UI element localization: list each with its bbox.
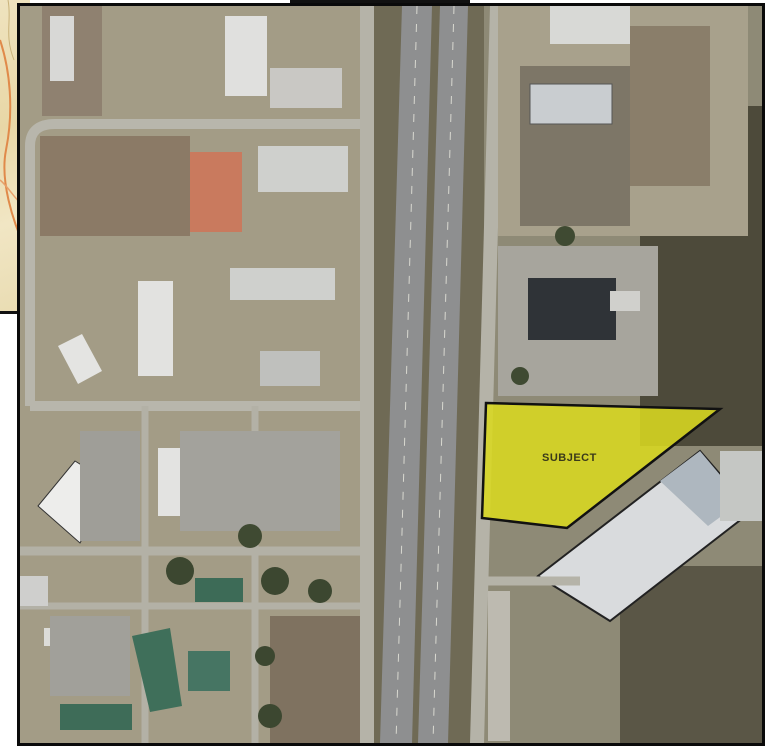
building <box>260 351 320 386</box>
building <box>270 68 342 108</box>
dark-roof-building <box>528 278 616 340</box>
green-roof-building <box>60 704 132 730</box>
parking-lot <box>80 431 140 541</box>
parking-lot <box>50 616 130 696</box>
equipment-yard <box>630 26 710 186</box>
frontage-road-east <box>470 6 504 743</box>
building <box>230 268 335 300</box>
frontage-road-west <box>360 6 374 743</box>
building <box>138 281 173 376</box>
lane-marking <box>395 6 418 743</box>
locator-map-border <box>0 311 30 314</box>
parking-lot <box>180 431 340 531</box>
drive <box>488 591 510 741</box>
building <box>610 291 640 311</box>
building <box>720 451 762 521</box>
building <box>158 448 180 516</box>
tree <box>166 557 194 585</box>
aerial-photo-frame: SUBJECT <box>17 3 765 746</box>
green-roof-building <box>188 651 230 691</box>
red-clay-lot <box>190 152 242 232</box>
lane-marking <box>432 6 455 743</box>
tree <box>308 579 332 603</box>
highway-lanes-south <box>380 6 432 743</box>
tree <box>555 226 575 246</box>
field <box>270 616 360 743</box>
green-roof-building <box>132 628 182 712</box>
building <box>50 16 74 81</box>
aerial-photo[interactable]: SUBJECT <box>20 6 762 743</box>
building <box>225 16 267 96</box>
local-road <box>25 119 360 406</box>
building <box>258 146 348 192</box>
tree <box>261 567 289 595</box>
tree <box>238 524 262 548</box>
subject-parcel[interactable] <box>480 401 724 530</box>
building <box>58 334 102 384</box>
building <box>529 83 613 125</box>
highway-lanes-north <box>418 6 468 743</box>
tree <box>511 367 529 385</box>
locator-map-border-top <box>290 0 470 3</box>
tree <box>258 704 282 728</box>
field <box>40 136 190 236</box>
subject-parcel-label: SUBJECT <box>542 452 597 464</box>
tree <box>255 646 275 666</box>
green-roof-building <box>195 578 243 602</box>
building <box>550 6 630 44</box>
building <box>20 576 48 606</box>
